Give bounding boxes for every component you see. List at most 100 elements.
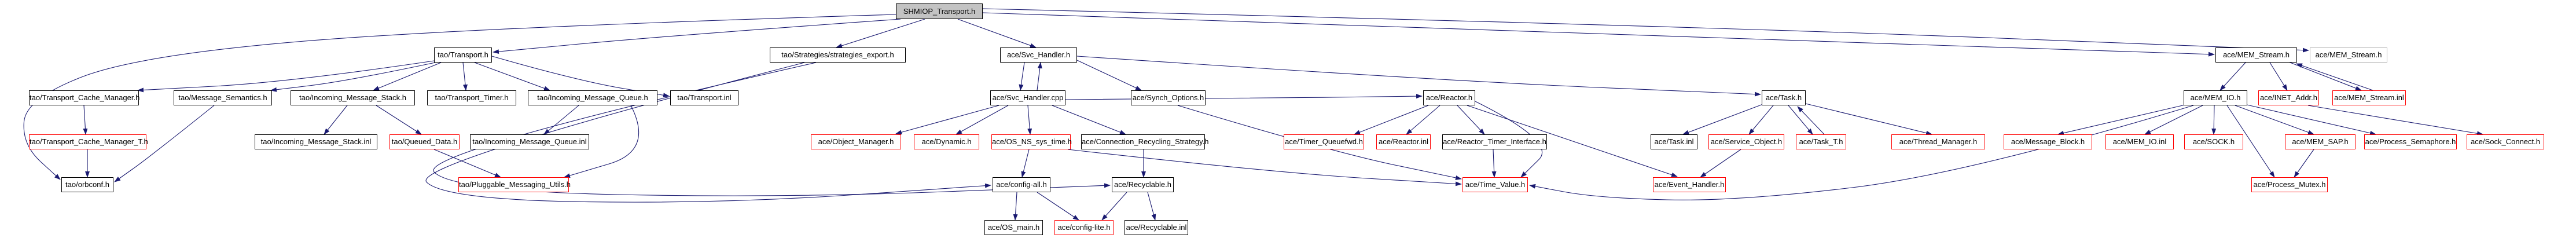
graph-node-tcm[interactable]: tao/Transport_Cache_Manager.h [29,90,139,105]
graph-node-memstream2[interactable]: ace/MEM_Stream.h [2310,47,2387,63]
edge-shmiop-to-svch [957,19,1037,48]
edge-osns-to-cfgall [1021,149,1030,178]
graph-node-reactor[interactable]: ace/Reactor.h [1423,90,1475,105]
graph-node-sockconn[interactable]: ace/Sock_Connect.h [2467,134,2544,149]
graph-node-taskinl[interactable]: ace/Task.inl [1651,134,1697,149]
graph-node-thrmgr[interactable]: ace/Thread_Manager.h [1891,134,1985,149]
edge-svccpp-to-objman [895,105,999,135]
edge-shmiop-to-strat [836,19,925,48]
edge-memio-to-memsap [2235,105,2314,135]
edge-strat-to-cfgall [425,62,991,203]
graph-node-pmu[interactable]: tao/Pluggable_Messaging_Utils.h [458,177,571,192]
graph-node-sock[interactable]: ace/SOCK.h [2184,134,2243,149]
graph-node-ims[interactable]: tao/Incoming_Message_Stack.h [291,90,415,105]
edge-svcobj-to-evh [1700,149,1741,178]
edge-osns-to-tv [1067,149,1462,186]
graph-node-memio[interactable]: ace/MEM_IO.h [2184,90,2247,105]
edge-svccpp-to-osns [1027,105,1032,135]
graph-node-svccpp[interactable]: ace/Svc_Handler.cpp [990,90,1065,105]
graph-node-rti[interactable]: ace/Reactor_Timer_Interface.h [1442,134,1547,149]
edge-reactor-to-rinl [1406,105,1440,135]
edge-shmiop-to-orbconf [23,14,896,180]
edges [23,8,2483,221]
edge-transport-to-tinl [491,56,670,98]
edge-memio-to-tv [1529,105,2194,200]
graph-node-task[interactable]: ace/Task.h [1762,90,1806,105]
edge-transport-to-ttimer [462,62,468,91]
edge-qd-to-pmu [433,149,501,178]
graph-node-recycinl[interactable]: ace/Recyclable.inl [1125,220,1188,235]
graph-node-objman[interactable]: ace/Object_Manager.h [811,134,901,149]
edge-rti-to-tv [1491,149,1497,178]
edge-memstream-to-inet [2269,62,2288,91]
graph-node-msgblk[interactable]: ace/Message_Block.h [2004,134,2092,149]
edge-reactor-to-tqf [1354,105,1429,135]
edge-task-to-taskt [1788,105,1813,135]
edge-memsap-to-pmutex [2294,149,2314,178]
graph-node-imsinl[interactable]: tao/Incoming_Message_Stack.inl [255,134,377,149]
edge-svccpp-to-svch [1037,62,1042,91]
edge-task-to-thrmgr [1805,103,1932,136]
graph-node-cfgall[interactable]: ace/config-all.h [993,177,1050,192]
graph-root-node-shmiop[interactable]: SHMIOP_Transport.h [896,3,983,19]
graph-node-tv[interactable]: ace/Time_Value.h [1462,177,1528,192]
edge-task-to-taskinl [1682,104,1763,135]
graph-node-imq[interactable]: tao/Incoming_Message_Queue.h [528,90,657,105]
graph-node-transport[interactable]: tao/Transport.h [434,47,492,63]
graph-node-osmain[interactable]: ace/OS_main.h [984,220,1043,235]
graph-node-ttimer[interactable]: tao/Transport_Timer.h [427,90,516,105]
graph-node-memioinl[interactable]: ace/MEM_IO.inl [2105,134,2174,149]
edge-ims-to-qd [376,105,422,135]
graph-node-memstreaminl[interactable]: ace/MEM_Stream.inl [2332,90,2406,105]
edge-transport-to-msem [270,62,436,92]
graph-node-cfglite[interactable]: ace/config-lite.h [1054,220,1114,235]
edge-cfgall-to-cfglite [1037,192,1079,221]
edge-cfgall-to-osmain [1013,192,1018,221]
graph-node-imqinl[interactable]: tao/Incoming_Message_Queue.inl [470,134,589,149]
edge-recyc-to-recycinl [1147,192,1156,221]
edge-reactor-to-rti [1457,105,1485,135]
graph-node-osns[interactable]: ace/OS_NS_sys_time.h [991,134,1072,149]
graph-node-memsap[interactable]: ace/MEM_SAP.h [2285,134,2355,149]
edge-memio-to-memioinl [2144,105,2203,135]
graph-node-crs[interactable]: ace/Connection_Recycling_Strategy.h [1081,134,1208,149]
edge-transport-to-tcm [137,60,435,93]
edge-shmiop-to-transport [493,19,901,54]
graph-node-evh[interactable]: ace/Event_Handler.h [1653,177,1726,192]
edge-shmiop-to-memstream2 [982,8,2309,53]
edge-svccpp-to-reactor [1065,94,1423,100]
graph-node-svch[interactable]: ace/Svc_Handler.h [1000,47,1077,63]
edge-memstreaminl-to-memstream [2296,63,2373,91]
graph-node-tqf[interactable]: ace/Timer_Queuefwd.h [1284,134,1364,149]
edge-transport-to-ims [373,62,442,91]
edge-tcm-to-tcmt [83,105,88,135]
edge-reactor-to-evh [1467,105,1678,177]
graph-node-strat[interactable]: tao/Strategies/strategies_export.h [770,47,906,63]
graph-node-msem[interactable]: tao/Message_Semantics.h [174,90,272,105]
graph-node-rinl[interactable]: ace/Reactor.inl [1376,134,1431,149]
graph-node-recyc[interactable]: ace/Recyclable.h [1112,177,1174,192]
graph-node-dynamic[interactable]: ace/Dynamic.h [914,134,979,149]
graph-node-taskt[interactable]: ace/Task_T.h [1796,134,1846,149]
graph-node-synchopt[interactable]: ace/Synch_Options.h [1131,90,1206,105]
graph-node-orbconf[interactable]: tao/orbconf.h [61,177,113,192]
graph-node-tinl[interactable]: tao/Transport.inl [670,90,738,105]
graph-node-svcobj[interactable]: ace/Service_Object.h [1708,134,1784,149]
edge-imq-to-imqinl [543,105,579,135]
graph-node-memstream[interactable]: ace/MEM_Stream.h [2215,47,2297,63]
graph-node-tcmt[interactable]: tao/Transport_Cache_Manager_T.h [29,134,148,149]
edge-taskt-to-task [1797,106,1825,135]
edge-svccpp-to-crs [1052,105,1126,135]
edge-svch-to-synchopt [1076,60,1142,91]
edge-inet-to-sockconn [2307,105,2483,136]
graph-node-inet[interactable]: ace/INET_Addr.h [2258,90,2319,105]
graph-node-qd[interactable]: tao/Queued_Data.h [389,134,460,149]
edge-task-to-svcobj [1748,105,1774,135]
graph-node-pmutex[interactable]: ace/Process_Mutex.h [2251,177,2328,192]
edge-msem-to-orbconf [114,105,215,182]
graph-node-psem[interactable]: ace/Process_Semaphore.h [2364,134,2457,149]
edge-memio-to-psem [2244,104,2376,136]
